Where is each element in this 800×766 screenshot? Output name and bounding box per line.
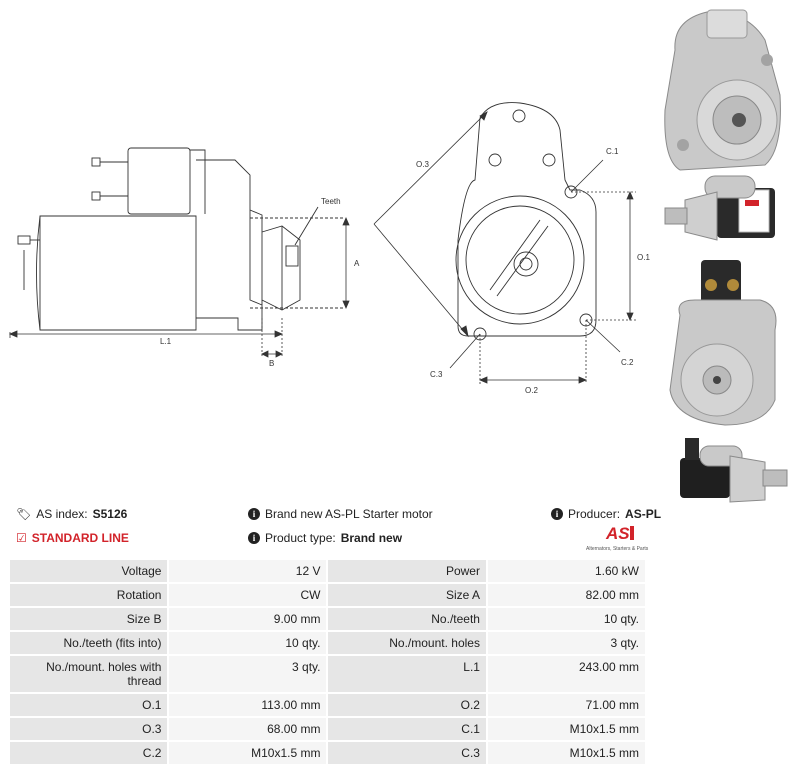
spec-label: L.1: [326, 654, 488, 694]
spec-label: C.1: [326, 716, 488, 742]
spec-label: O.2: [326, 692, 488, 718]
spec-label: No./mount. holes with thread: [7, 654, 170, 694]
label-b: B: [269, 359, 274, 368]
spec-value: 12 V: [167, 558, 329, 584]
spec-value: CW: [167, 582, 329, 608]
spec-label: No./teeth: [326, 606, 488, 632]
product-type-label: Product type:: [265, 531, 336, 545]
spec-label: C.2: [7, 740, 170, 766]
spec-label: O.3: [7, 716, 170, 742]
spec-value: 68.00 mm: [167, 716, 329, 742]
spec-label: Power: [326, 558, 488, 584]
spec-value: 71.00 mm: [485, 692, 648, 718]
spec-value: 9.00 mm: [167, 606, 329, 632]
product-info: 🏷 AS index: S5126 i Brand new AS-PL Star…: [0, 500, 800, 552]
standard-line: ☑ STANDARD LINE: [16, 531, 129, 545]
spec-value: M10x1.5 mm: [485, 740, 648, 766]
logo-text: AS: [605, 524, 630, 543]
product-type: i Product type: Brand new: [248, 531, 402, 545]
tag-icon: 🏷: [16, 507, 32, 521]
spec-value: 10 qty.: [485, 606, 648, 632]
label-c3: C.3: [430, 370, 443, 379]
spec-label: O.1: [7, 692, 170, 718]
spec-label: C.3: [326, 740, 488, 766]
as-index-value: S5126: [92, 507, 128, 521]
label-a: A: [354, 259, 360, 268]
spec-value: 82.00 mm: [485, 582, 648, 608]
producer-label: Producer:: [568, 507, 621, 521]
spec-row: No./teeth (fits into)10 qty.No./mount. h…: [7, 630, 648, 656]
product-photo-side: [664, 175, 775, 241]
info-icon: i: [248, 508, 260, 520]
spec-value: 113.00 mm: [167, 692, 329, 718]
info-icon: i: [551, 508, 563, 520]
producer-value: AS-PL: [625, 507, 662, 521]
description: i Brand new AS-PL Starter motor: [248, 507, 433, 521]
product-type-value: Brand new: [340, 531, 403, 545]
product-photos: [664, 9, 788, 503]
spec-value: M10x1.5 mm: [485, 716, 648, 742]
description-text: Brand new AS-PL Starter motor: [265, 507, 433, 521]
spec-label: Size A: [326, 582, 488, 608]
spec-value: 1.60 kW: [485, 558, 648, 584]
label-teeth: Teeth: [321, 197, 341, 206]
spec-value: 10 qty.: [167, 630, 329, 656]
spec-label: Rotation: [7, 582, 170, 608]
as-pl-logo: AS Alternators, Starters & Parts: [586, 521, 650, 553]
spec-label: Voltage: [7, 558, 170, 584]
line-label: STANDARD LINE: [31, 531, 129, 545]
product-photo-rear: [669, 260, 777, 426]
spec-label: No./teeth (fits into): [7, 630, 170, 656]
technical-drawing: Teeth A B L.1 O.3 C.1: [8, 102, 650, 395]
info-icon: i: [248, 532, 260, 544]
label-o3: O.3: [416, 160, 429, 169]
product-photo-side-2: [680, 438, 788, 503]
spec-value: 3 qty.: [485, 630, 648, 656]
label-o1: O.1: [637, 253, 650, 262]
label-c1: C.1: [606, 147, 619, 156]
as-index: 🏷 AS index: S5126: [16, 507, 127, 521]
label-l1: L.1: [160, 337, 172, 346]
checkbox-icon: ☑: [16, 531, 27, 545]
logo-subtext: Alternators, Starters & Parts: [586, 546, 649, 552]
spec-label: No./mount. holes: [326, 630, 488, 656]
spec-value: 3 qty.: [167, 654, 329, 694]
spec-label: Size B: [7, 606, 170, 632]
label-c2: C.2: [621, 358, 634, 367]
spec-value: 243.00 mm: [485, 654, 648, 694]
product-photo-front: [664, 9, 781, 171]
as-index-label: AS index:: [36, 507, 88, 521]
label-o2: O.2: [525, 386, 538, 395]
producer: i Producer: AS-PL: [551, 507, 661, 521]
spec-value: M10x1.5 mm: [167, 740, 329, 766]
